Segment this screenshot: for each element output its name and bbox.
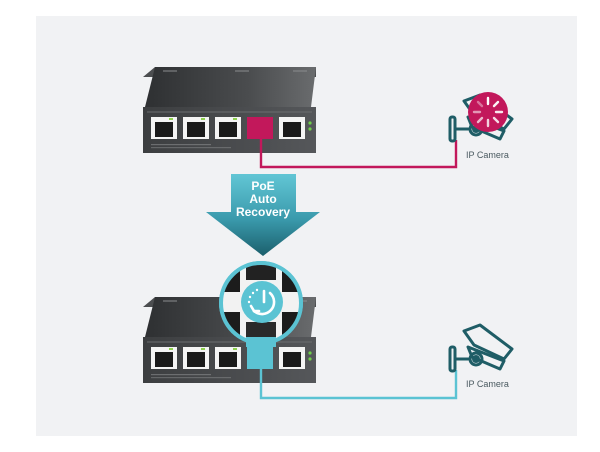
- top-switch: [142, 66, 317, 154]
- bottom-switch: [142, 296, 317, 384]
- ip-camera-bottom: [448, 323, 514, 373]
- cable-cyan: [259, 369, 458, 400]
- loading-spinner-icon: [468, 92, 508, 132]
- arrow-label: PoE Auto Recovery: [226, 180, 300, 219]
- power-restart-icon: [241, 281, 283, 323]
- highlighted-port-cyan: [247, 347, 273, 369]
- cable-magenta: [259, 139, 458, 169]
- camera-label-bottom: IP Camera: [466, 379, 509, 389]
- arrow-label-line-1: PoE: [251, 179, 275, 193]
- recovery-arrow: [206, 174, 320, 256]
- arrow-label-line-2: Auto: [249, 192, 277, 206]
- camera-label-top: IP Camera: [466, 150, 509, 160]
- highlighted-port-magenta: [247, 117, 273, 139]
- arrow-label-line-3: Recovery: [235, 205, 291, 219]
